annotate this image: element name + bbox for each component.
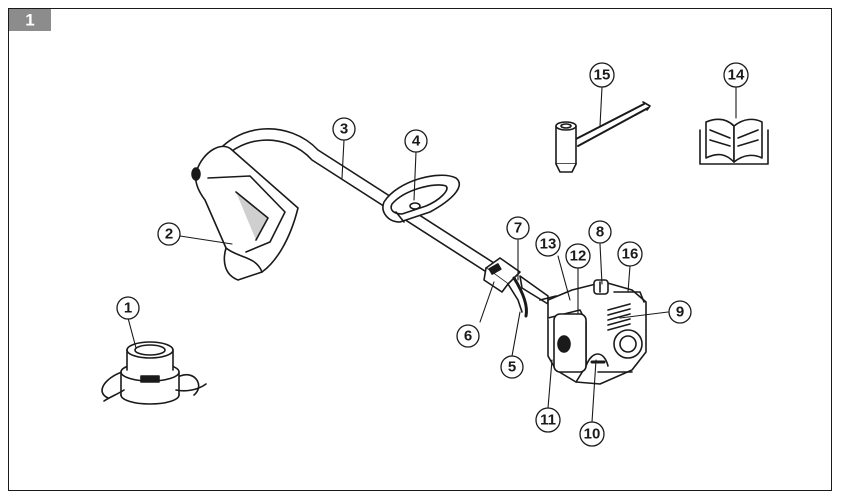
callout-13: 13 bbox=[536, 232, 560, 256]
figure-border bbox=[9, 9, 832, 491]
figure-number: 1 bbox=[25, 11, 34, 30]
callout-4: 4 bbox=[405, 130, 427, 152]
svg-text:1: 1 bbox=[124, 300, 132, 317]
callout-7: 7 bbox=[507, 217, 529, 239]
svg-text:14: 14 bbox=[728, 67, 745, 84]
callout-8: 8 bbox=[589, 221, 611, 243]
svg-text:13: 13 bbox=[540, 236, 557, 253]
callout-16: 16 bbox=[618, 242, 642, 266]
callout-6: 6 bbox=[457, 325, 479, 347]
figure-number-tab: 1 bbox=[9, 9, 51, 31]
callout-12: 12 bbox=[566, 244, 590, 268]
svg-text:16: 16 bbox=[622, 246, 639, 263]
svg-text:2: 2 bbox=[165, 226, 173, 243]
callout-5: 5 bbox=[501, 356, 523, 378]
svg-text:3: 3 bbox=[340, 121, 348, 138]
svg-text:4: 4 bbox=[412, 133, 421, 150]
callout-3: 3 bbox=[333, 118, 355, 140]
svg-text:5: 5 bbox=[508, 359, 516, 376]
svg-text:6: 6 bbox=[464, 328, 472, 345]
callout-15: 15 bbox=[590, 63, 614, 87]
callout-14: 14 bbox=[724, 63, 748, 87]
svg-text:11: 11 bbox=[540, 412, 556, 429]
callout-1: 1 bbox=[117, 297, 139, 319]
svg-text:7: 7 bbox=[514, 220, 522, 237]
svg-text:9: 9 bbox=[676, 304, 684, 321]
svg-text:15: 15 bbox=[594, 67, 611, 84]
svg-text:12: 12 bbox=[570, 248, 587, 265]
engine-illustration bbox=[540, 280, 646, 384]
callout-10: 10 bbox=[580, 422, 604, 446]
callout-11: 11 bbox=[536, 408, 560, 432]
callout-2: 2 bbox=[158, 223, 180, 245]
svg-text:10: 10 bbox=[584, 426, 601, 443]
svg-text:8: 8 bbox=[596, 224, 604, 241]
callout-9: 9 bbox=[669, 301, 691, 323]
